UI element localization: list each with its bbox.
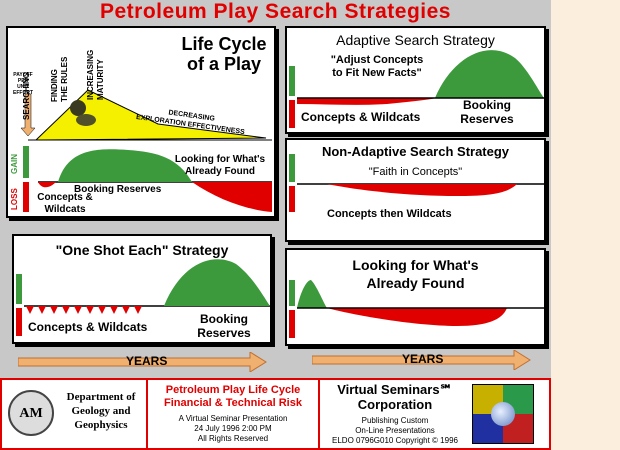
- loss-curve-early: [38, 182, 56, 188]
- loss-curve: [327, 308, 507, 326]
- adaptive-concepts-label: Concepts & Wildcats: [301, 110, 421, 124]
- loss-label: LOSS: [10, 188, 19, 210]
- footer-bar: AM Department of Geology and Geophysics …: [0, 378, 551, 450]
- lifecycle-looking-line2: Already Found: [184, 166, 255, 177]
- corp-line3: Publishing Custom: [361, 416, 429, 425]
- climber-body: [76, 114, 96, 126]
- dept-line1: Department of: [66, 391, 136, 403]
- corp-line2: Corporation: [357, 397, 433, 412]
- nonadaptive-concepts-label: Concepts then Wildcats: [327, 208, 452, 220]
- oneshot-booking-line1: Booking: [200, 312, 248, 326]
- corp-line1: Virtual Seminars℠: [337, 382, 453, 397]
- adaptive-title: Adaptive Search Strategy: [336, 32, 495, 48]
- gain-curve: [435, 50, 544, 98]
- loss-axis-bar: [289, 310, 295, 338]
- looking-strategy-panel: Looking for What's Already Found: [285, 248, 546, 346]
- gain-axis-bar: [16, 274, 22, 304]
- loss-curve-late: [192, 182, 272, 212]
- adaptive-strategy-panel: Adaptive Search Strategy "Adjust Concept…: [285, 26, 546, 134]
- course-line5: All Rights Reserved: [197, 434, 269, 443]
- adaptive-booking-line2: Reserves: [460, 112, 514, 126]
- gain-label: GAIN: [10, 154, 19, 174]
- corp-line4: On-Line Presentations: [355, 426, 435, 435]
- gain-axis-bar: [289, 154, 295, 182]
- years-label-left: YEARS: [126, 354, 168, 368]
- loss-axis-bar: [16, 308, 22, 336]
- oneshot-concepts-label: Concepts & Wildcats: [28, 320, 148, 334]
- lifecycle-concepts-line2: Wildcats: [44, 204, 86, 215]
- gain-curve: [164, 259, 270, 306]
- looking-diagram: [289, 280, 544, 338]
- corp-logo: [472, 384, 534, 444]
- gain-axis-bar: [289, 66, 295, 96]
- loss-curve: [327, 184, 517, 196]
- page-title: Petroleum Play Search Strategies: [100, 0, 451, 23]
- nonadaptive-title: Non-Adaptive Search Strategy: [321, 144, 510, 159]
- adaptive-quote-line1: "Adjust Concepts: [330, 54, 424, 66]
- corp-line5: ELDO 0796G010 Copyright © 1996: [332, 436, 458, 445]
- course-line3: A Virtual Seminar Presentation: [178, 414, 288, 423]
- nonadaptive-strategy-panel: Non-Adaptive Search Strategy "Faith in C…: [285, 138, 546, 242]
- course-line1: Petroleum Play Life Cycle: [165, 384, 301, 396]
- oneshot-booking-line2: Reserves: [197, 326, 251, 340]
- life-cycle-diagram: [20, 89, 272, 212]
- stage-searching-label: SEARCHING: [22, 71, 31, 120]
- nonadaptive-diagram: [289, 154, 544, 212]
- years-label-right: YEARS: [402, 352, 444, 366]
- looking-title-line1: Looking for What's: [352, 257, 479, 273]
- gain-curve: [297, 280, 327, 308]
- loss-axis-bar: [289, 186, 295, 212]
- loss-axis-bar: [289, 100, 295, 128]
- course-line4: 24 July 1996 2:00 PM: [194, 424, 272, 433]
- dept-line3: Geophysics: [74, 419, 128, 431]
- lifecycle-booking-label: Booking Reserves: [74, 184, 162, 195]
- payoff-arrow: [20, 93, 36, 137]
- oneshot-title: "One Shot Each" Strategy: [55, 242, 229, 258]
- course-line2: Financial & Technical Risk: [164, 397, 302, 409]
- oneshot-strategy-panel: "One Shot Each" Strategy Concepts & Wild…: [12, 234, 272, 344]
- nonadaptive-quote: "Faith in Concepts": [368, 166, 463, 178]
- globe-icon: [491, 402, 515, 426]
- course-box: Petroleum Play Life Cycle Financial & Te…: [148, 380, 320, 448]
- climber-figure: [70, 100, 86, 116]
- years-arrow-left: [18, 352, 267, 372]
- gain-curve: [58, 149, 192, 182]
- gain-axis-bar: [289, 280, 295, 306]
- gain-axis-bar: [23, 146, 29, 178]
- looking-title-line2: Already Found: [366, 275, 465, 291]
- lifecycle-concepts-line1: Concepts &: [37, 192, 93, 203]
- years-arrow-right: [312, 350, 531, 370]
- loss-curve: [297, 98, 437, 105]
- dept-logo: AM: [8, 390, 54, 436]
- adaptive-booking-line1: Booking: [463, 98, 511, 112]
- dept-line2: Geology and: [71, 405, 131, 417]
- lifecycle-looking-line1: Looking for What's: [174, 154, 266, 165]
- lifecycle-title-line1: Life Cycle: [181, 34, 267, 54]
- lifecycle-title-line2: of a Play: [186, 54, 262, 74]
- dept-box: AM Department of Geology and Geophysics: [2, 380, 148, 448]
- oneshot-loss-spikes: [26, 306, 142, 314]
- corp-box: Virtual Seminars℠ Corporation Publishing…: [320, 380, 470, 448]
- adaptive-diagram: [289, 50, 544, 128]
- oneshot-diagram: [16, 259, 270, 336]
- adaptive-quote-line2: to Fit New Facts": [332, 67, 422, 79]
- loss-axis-bar: [23, 182, 29, 212]
